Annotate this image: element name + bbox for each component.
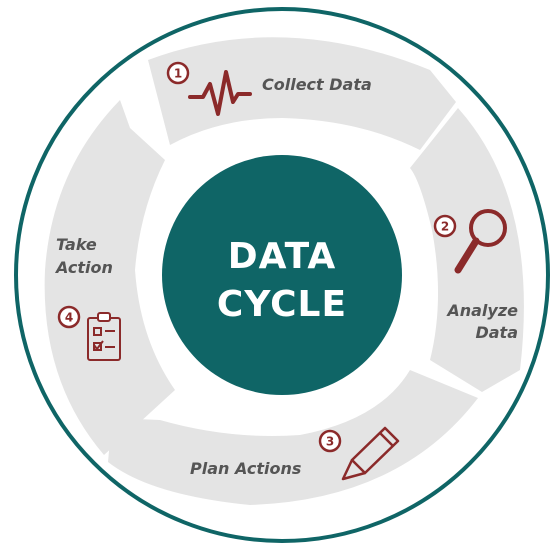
step-2: 2 Analyze Data	[433, 209, 518, 342]
step-number: 4	[65, 311, 73, 325]
heartbeat-icon	[188, 70, 252, 116]
step-4: Take Action 4	[54, 235, 121, 361]
center-circle	[162, 155, 402, 395]
step-label-line2: Data	[475, 323, 518, 342]
step-label-line2: Action	[54, 258, 113, 277]
segment-plan-actions	[108, 370, 478, 505]
magnifier-icon	[454, 209, 507, 274]
step-number-badge	[166, 61, 190, 85]
step-number: 1	[174, 67, 182, 81]
step-label: Plan Actions	[190, 459, 301, 478]
cycle-ring	[44, 37, 524, 505]
pencil-icon	[341, 426, 400, 481]
checklist-icon	[87, 312, 121, 361]
segment-take-action	[44, 100, 175, 455]
center-title-line1: DATA	[228, 236, 337, 277]
step-label-line1: Analyze	[445, 301, 518, 320]
step-number-badge	[433, 214, 457, 238]
step-number-badge	[318, 429, 342, 453]
step-number: 2	[441, 220, 449, 234]
step-number-badge	[57, 305, 81, 329]
segment-collect-data	[148, 37, 456, 150]
step-1: 1 Collect Data	[166, 61, 372, 116]
step-label: Collect Data	[262, 75, 372, 94]
step-label-line1: Take	[56, 235, 97, 254]
center-title-line2: CYCLE	[217, 284, 347, 325]
step-number: 3	[326, 435, 334, 449]
step-3: 3 Plan Actions	[190, 426, 400, 481]
